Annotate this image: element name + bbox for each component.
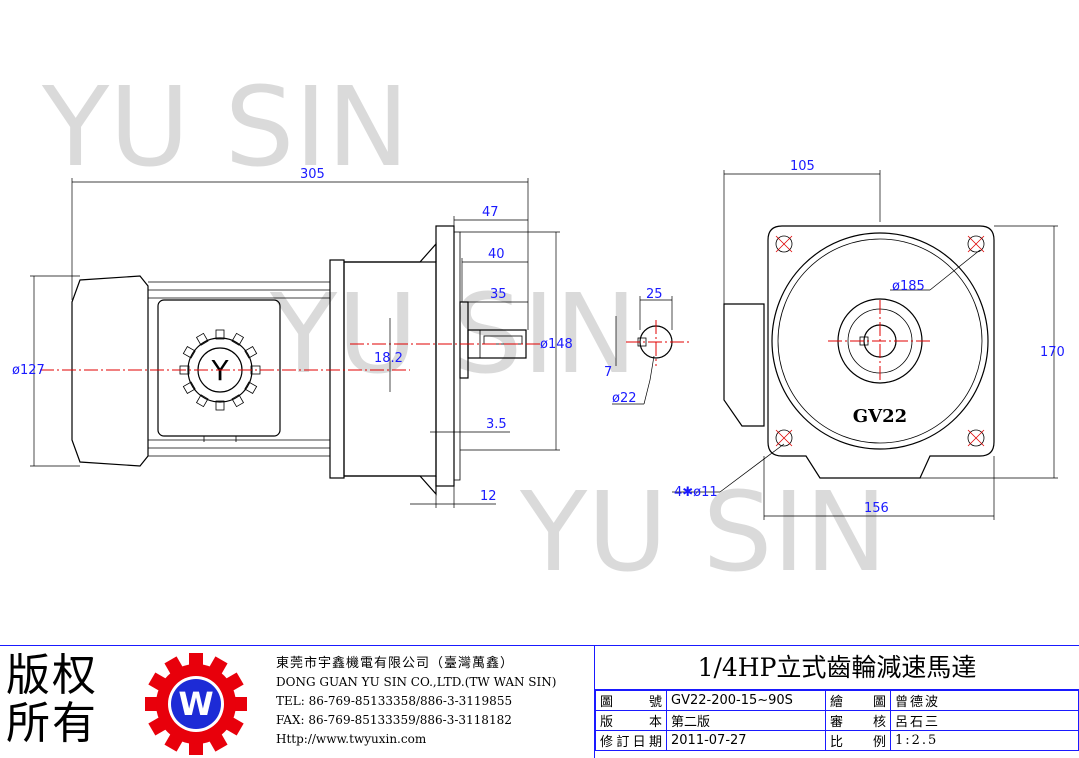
company-website[interactable]: Http://www.twyuxin.com [276, 732, 427, 746]
dim-bolt-holes: 4✱ø11 [674, 485, 718, 500]
title-block-table-area: 1/4HP立式齒輪減速馬達 圖號 GV22-200-15~90S 繪圖 曾德波 … [594, 646, 1079, 758]
value-version: 第二版 [666, 710, 826, 731]
label-revision-date: 修訂日期 [595, 730, 667, 751]
value-scale: 1:2.5 [890, 730, 1079, 751]
svg-text:W: W [178, 685, 213, 723]
dim-key-width: 25 [646, 287, 663, 302]
copyright-label: 版权所有 [6, 650, 98, 749]
dim-key-height: 7 [604, 365, 612, 380]
value-drawn-by: 曾德波 [890, 690, 1079, 711]
label-checked-by: 審核 [825, 710, 891, 731]
side-view: Y [40, 225, 540, 496]
watermark-text: YU SIN [269, 270, 637, 398]
dim-shaft-diameter: ø22 [612, 391, 637, 406]
front-view: GV22 [723, 225, 995, 479]
company-info: 東莞市宇鑫機電有限公司（臺灣萬鑫） DONG GUAN YU SIN CO.,L… [276, 654, 556, 749]
wansin-logo-icon: W [145, 653, 247, 755]
title-block-table: 圖號 GV22-200-15~90S 繪圖 曾德波 版本 第二版 審核 呂石三 … [595, 690, 1079, 751]
product-mark: GV22 [853, 406, 907, 427]
table-row: 版本 第二版 審核 呂石三 [595, 710, 1079, 731]
side-view-dimensions: 305 47 40 35 ø127 18.2 ø148 3.5 12 [12, 167, 573, 508]
company-name-en: DONG GUAN YU SIN CO.,LTD.(TW WAN SIN) [276, 675, 557, 689]
title-block: 版权所有 W 東莞市宇鑫機電有限公司（臺灣萬鑫） DONG GUAN YU SI… [0, 645, 1079, 758]
dim-flange-thickness: 12 [480, 489, 497, 504]
company-name-cn: 東莞市宇鑫機電有限公司（臺灣萬鑫） [276, 656, 515, 671]
dim-overall-length: 305 [300, 167, 325, 182]
company-fax: FAX: 86-769-85133359/886-3-3118182 [276, 713, 512, 727]
value-revision-date: 2011-07-27 [666, 730, 826, 751]
dim-width-105: 105 [790, 159, 815, 174]
label-scale: 比例 [825, 730, 891, 751]
dim-flange-pilot: ø148 [540, 337, 573, 352]
table-row: 修訂日期 2011-07-27 比例 1:2.5 [595, 730, 1079, 751]
dim-flange-step: 3.5 [486, 417, 507, 432]
dim-width-156: 156 [864, 501, 889, 516]
dim-height-170: 170 [1040, 345, 1065, 360]
company-tel: TEL: 86-769-85133358/886-3-3119855 [276, 694, 513, 708]
label-drawn-by: 繪圖 [825, 690, 891, 711]
dim-flange-depth: 47 [482, 205, 499, 220]
watermark-text: YU SIN [41, 63, 409, 191]
shaft-section: 25 7 ø22 [604, 287, 690, 406]
front-view-dimensions: 105 ø185 170 4✱ø11 156 [672, 159, 1065, 520]
dim-shaft-35: 35 [490, 287, 507, 302]
dim-shaft-40: 40 [488, 247, 505, 262]
dim-motor-diameter: ø127 [12, 363, 45, 378]
label-drawing-number: 圖號 [595, 690, 667, 711]
dim-bolt-circle: ø185 [892, 279, 925, 294]
watermark-text: YU SIN [519, 468, 887, 596]
product-title: 1/4HP立式齒輪減速馬達 [595, 646, 1079, 690]
table-row: 圖號 GV22-200-15~90S 繪圖 曾德波 [595, 690, 1079, 711]
value-checked-by: 呂石三 [890, 710, 1079, 731]
value-drawing-number: GV22-200-15~90S [666, 690, 826, 711]
label-version: 版本 [595, 710, 667, 731]
technical-drawing: YU SIN YU SIN YU SIN Y [12, 63, 1065, 596]
dim-offset: 18.2 [374, 351, 403, 366]
